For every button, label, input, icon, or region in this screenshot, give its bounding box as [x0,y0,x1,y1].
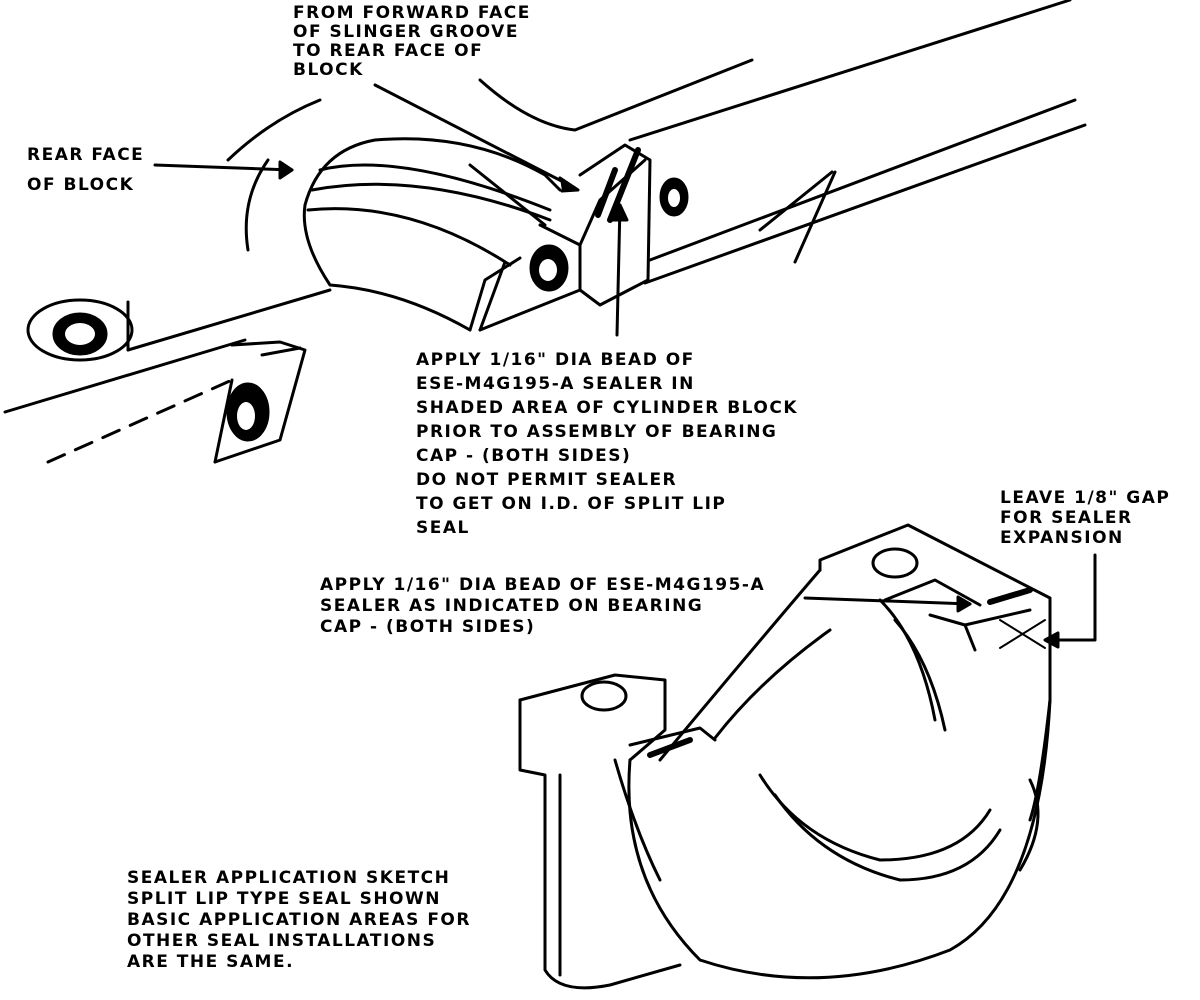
cap-bolt-hole-icon [580,680,628,712]
rear-face-label: REAR FACE OF BLOCK [27,140,144,200]
bearing-cap [518,523,1052,990]
apply-block-line: CAP - (BOTH SIDES) [416,446,632,466]
apply-cap-note: APPLY 1/16" DIA BEAD OF ESE-M4G195-A SEA… [320,575,765,638]
forward-face-line: FROM FORWARD FACE [293,3,531,23]
sketch-caption-line: SEALER APPLICATION SKETCH [127,868,451,888]
sketch-caption: SEALER APPLICATION SKETCH SPLIT LIP TYPE… [127,868,471,973]
apply-block-line: PRIOR TO ASSEMBLY OF BEARING [416,422,778,442]
apply-cap-line: APPLY 1/16" DIA BEAD OF ESE-M4G195-A [320,575,766,595]
sketch-caption-line: BASIC APPLICATION AREAS FOR [127,910,471,930]
cap-bolt-hole-icon [871,547,919,579]
leader-apply-cap [803,596,972,606]
leader-leave-gap [1048,553,1097,642]
apply-block-line: SHADED AREA OF CYLINDER BLOCK [416,398,798,418]
apply-block-line: APPLY 1/16" DIA BEAD OF [416,350,695,370]
forward-face-line: TO REAR FACE OF [293,41,484,61]
apply-block-line: SEAL [416,518,470,538]
apply-block-line: DO NOT PERMIT SEALER [416,470,678,490]
leader-apply-block [615,203,622,337]
leader-rear-face [153,163,294,172]
leave-gap-line: LEAVE 1/8" GAP [1000,488,1171,508]
apply-cap-line: CAP - (BOTH SIDES) [320,617,536,637]
block-sealer-area [595,167,618,218]
apply-block-note: APPLY 1/16" DIA BEAD OF ESE-M4G195-A SEA… [416,348,798,540]
sketch-caption-line: ARE THE SAME. [127,952,295,972]
leave-gap-line: FOR SEALER [1000,508,1133,528]
apply-block-line: ESE-M4G195-A SEALER IN [416,374,695,394]
sketch-caption-line: SPLIT LIP TYPE SEAL SHOWN [127,889,441,909]
apply-block-line: TO GET ON I.D. OF SPLIT LIP [416,494,727,514]
forward-face-line: BLOCK [293,60,364,80]
forward-face-label: FROM FORWARD FACE OF SLINGER GROOVE TO R… [293,4,531,80]
block-sealer-area [607,147,641,223]
leader-lines [153,83,1097,649]
rear-face-line: REAR FACE [27,145,145,165]
sketch-caption-line: OTHER SEAL INSTALLATIONS [127,931,437,951]
leader-forward-face [373,83,577,190]
leave-gap-line: EXPANSION [1000,528,1124,548]
cylinder-block [3,0,1087,464]
leave-gap-label: LEAVE 1/8" GAP FOR SEALER EXPANSION [1000,488,1170,548]
forward-face-line: OF SLINGER GROOVE [293,22,519,42]
cap-sealer-area [987,587,1033,605]
rear-face-line: OF BLOCK [27,175,135,195]
apply-cap-line: SEALER AS INDICATED ON BEARING [320,596,704,616]
